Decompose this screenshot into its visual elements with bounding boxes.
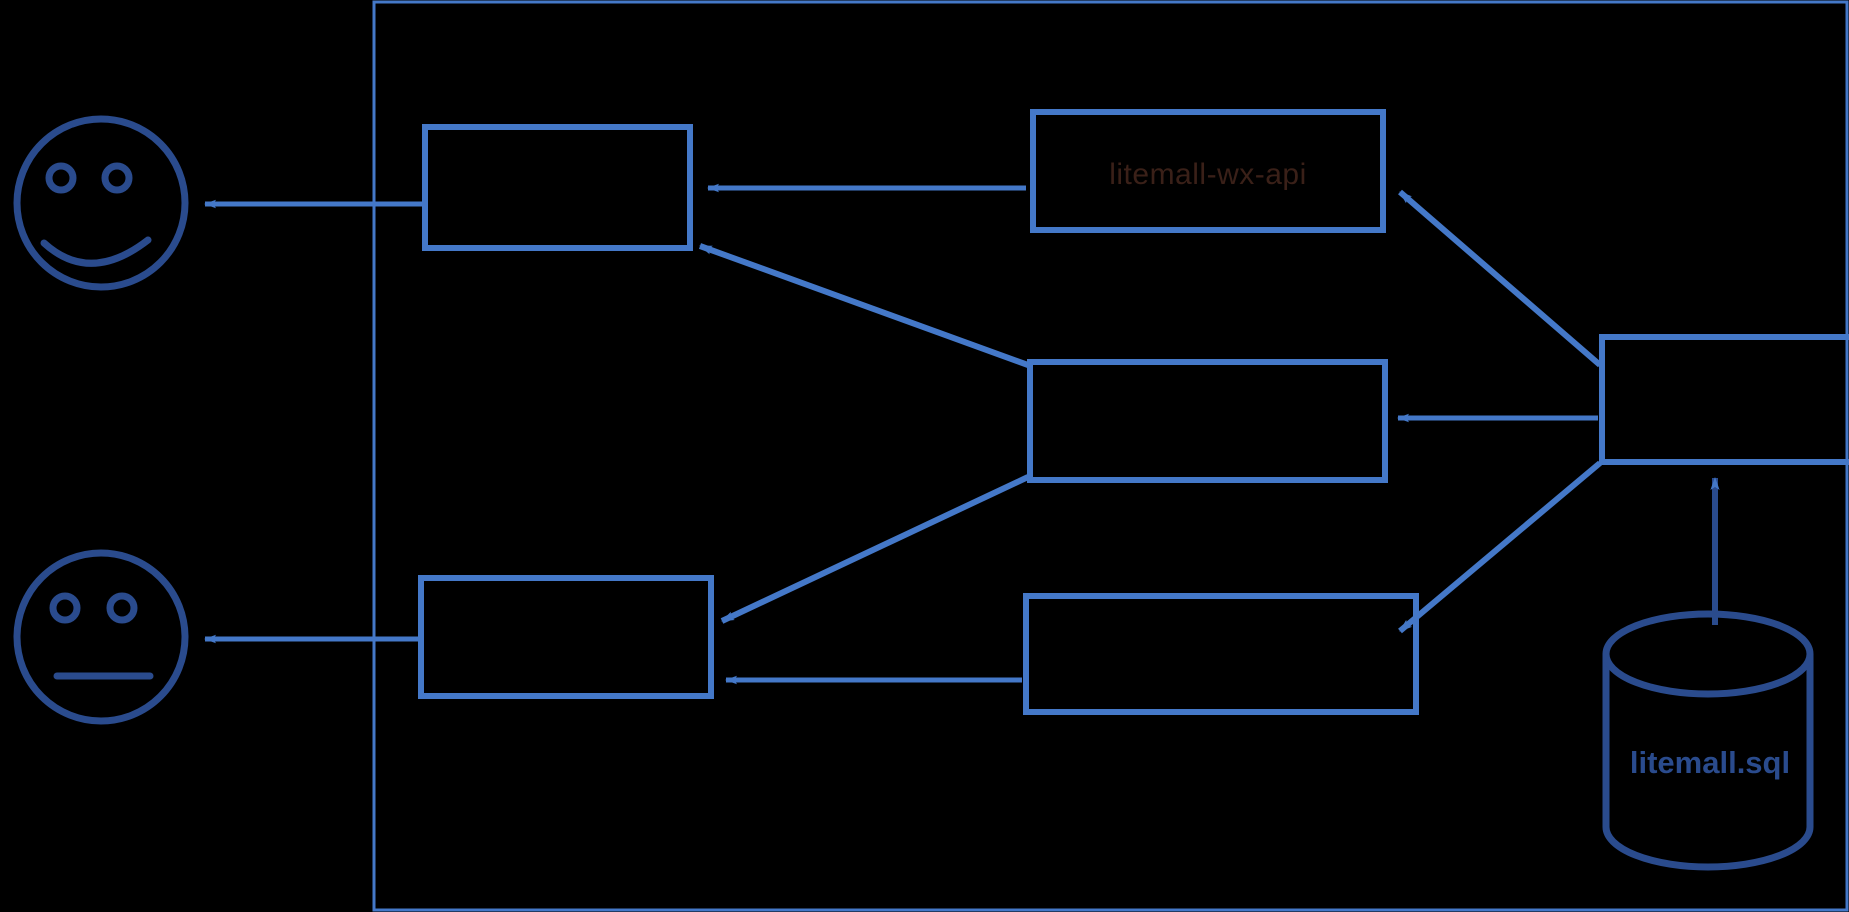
system-boundary (372, 0, 1849, 912)
edge-middle-to-bottomleft (720, 474, 1030, 624)
node-bottom-left[interactable] (418, 575, 714, 699)
node-wx-api-label: litemall-wx-api (1109, 158, 1307, 191)
database-label: litemall.sql (1630, 745, 1790, 780)
node-right[interactable] (1599, 334, 1849, 465)
edge-middle-to-topleft (698, 243, 1030, 368)
smiley-happy-face-icon (13, 115, 189, 291)
node-wx-api[interactable] (1030, 109, 1386, 233)
actor-neutral-face (13, 549, 189, 725)
database-cylinder-top-icon (1602, 610, 1814, 698)
edge-right-to-wxapi (1398, 189, 1602, 368)
neutral-face-right-eye-icon (106, 592, 138, 624)
happy-face-smile-icon (40, 236, 152, 267)
neutral-face-left-eye-icon (49, 592, 81, 624)
smiley-neutral-face-icon (13, 549, 189, 725)
node-bottom-middle[interactable] (1023, 593, 1419, 715)
node-middle[interactable] (1027, 359, 1388, 483)
edge-right-to-bottommiddle (1398, 460, 1602, 634)
actor-happy-face (13, 115, 189, 291)
happy-face-left-eye-icon (45, 162, 77, 194)
database-cylinder-body-icon (1602, 654, 1814, 871)
happy-face-right-eye-icon (101, 162, 133, 194)
node-top-left[interactable] (422, 124, 693, 251)
node-database[interactable]: litemall.sql (1602, 610, 1814, 871)
